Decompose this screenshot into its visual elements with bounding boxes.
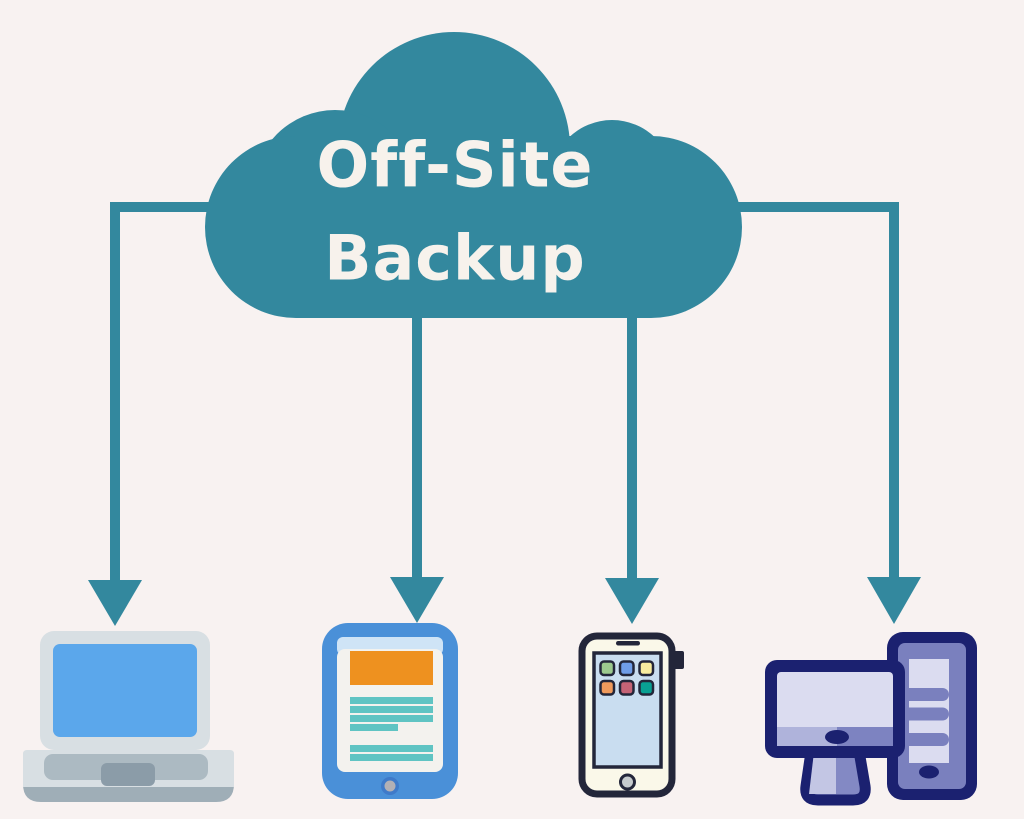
tablet-home-button [384,780,396,792]
arrow-to-smartphone-head [605,578,659,624]
tablet-icon [322,623,458,799]
tablet-text-lines [350,697,433,761]
app-icon-yellow [638,660,655,677]
arrow-to-tablet [390,305,444,623]
desktop-computer-icon [765,632,977,806]
cloud-title-line2: Backup [324,222,586,295]
smartphone-speaker [616,641,640,646]
desktop-monitor [765,660,905,758]
desktop-tower [887,632,977,800]
tower-power-button [919,765,939,779]
app-icon-orange [599,679,616,696]
smartphone-app-grid [599,660,655,696]
smartphone-home-button [619,773,636,791]
arrow-to-smartphone [605,305,659,624]
arrow-to-desktop-head [867,577,921,624]
smartphone-icon [578,632,684,798]
app-icon-green [599,660,616,677]
app-icon-rose [618,679,635,696]
laptop-screen [53,644,197,737]
arrow-to-laptop-head [88,580,142,626]
arrow-to-tablet-head [390,577,444,623]
arrow-to-desktop-computer [700,202,921,624]
laptop-icon [23,631,234,802]
monitor-stand [800,739,871,806]
monitor-button [825,730,849,744]
app-icon-blue [618,660,635,677]
laptop-touchpad [101,763,155,786]
arrow-to-desktop-line [700,202,899,585]
backup-cloud: Off-Site Backup [205,32,742,318]
cloud-shape [205,32,742,318]
stand-highlight [809,752,836,794]
tower-drive-slots [902,688,949,746]
cloud-title-line1: Off-Site [317,129,594,202]
app-icon-teal [638,679,655,696]
tablet-hero-block [350,651,433,685]
monitor-strip-highlight [777,727,837,746]
